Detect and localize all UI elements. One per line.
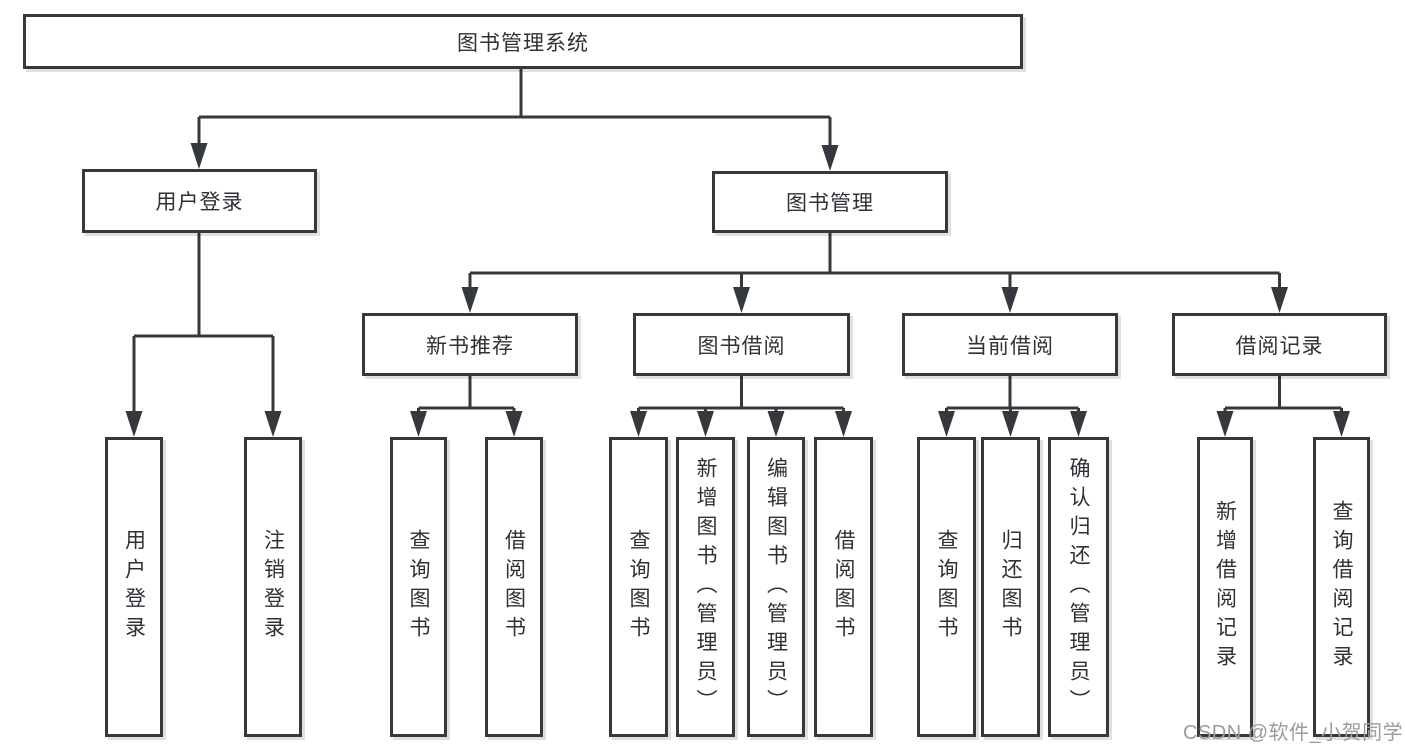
connector-user-login-branch <box>125 233 282 437</box>
node-current-borrowing-label: 当前借阅 <box>966 334 1054 358</box>
leaf-current-return-books-label: 归还图书 <box>999 529 1022 645</box>
leaf-current-query-books-label: 查询图书 <box>935 529 958 645</box>
leaf-current-confirm-return-admin-label: 确认归还（管理员） <box>1067 456 1090 718</box>
leaf-borrowing-edit-books-admin: 编辑图书（管理员） <box>747 437 805 737</box>
connector-book-borrowing-branch <box>630 376 852 437</box>
node-borrow-records-label: 借阅记录 <box>1235 334 1324 358</box>
node-book-borrowing: 图书借阅 <box>633 313 850 376</box>
leaf-borrowing-query-books-label: 查询图书 <box>627 529 650 645</box>
leaf-current-return-books: 归还图书 <box>981 437 1040 737</box>
leaf-records-query-record-label: 查询借阅记录 <box>1330 500 1353 674</box>
leaf-borrowing-query-books: 查询图书 <box>609 437 668 737</box>
connector-new-book-recommend-branch <box>410 376 523 437</box>
csdn-watermark: CSDN @软件_小贺同学 <box>1183 722 1404 744</box>
connector-current-borrowing-branch <box>938 376 1087 437</box>
leaf-borrowing-borrow-books: 借阅图书 <box>814 437 873 737</box>
node-book-management: 图书管理 <box>712 171 948 233</box>
node-new-book-recommend-label: 新书推荐 <box>426 334 514 358</box>
leaf-logout: 注销登录 <box>244 437 302 737</box>
leaf-borrowing-borrow-books-label: 借阅图书 <box>832 529 855 645</box>
leaf-user-login-label: 用户登录 <box>122 529 146 645</box>
node-borrow-records: 借阅记录 <box>1172 313 1387 376</box>
leaf-records-add-record-label: 新增借阅记录 <box>1213 500 1237 674</box>
leaf-borrowing-add-books-admin: 新增图书（管理员） <box>676 437 735 737</box>
node-book-borrowing-label: 图书借阅 <box>697 334 786 358</box>
connector-book-management-branch <box>461 233 1288 313</box>
node-root-label: 图书管理系统 <box>457 31 589 55</box>
node-current-borrowing: 当前借阅 <box>902 313 1118 376</box>
leaf-user-login: 用户登录 <box>105 437 163 737</box>
leaf-borrowing-add-books-admin-label: 新增图书（管理员） <box>694 456 717 718</box>
leaf-current-confirm-return-admin: 确认归还（管理员） <box>1048 437 1109 737</box>
node-book-management-label: 图书管理 <box>786 192 874 215</box>
connector-root-to-level2 <box>190 69 839 171</box>
leaf-records-query-record: 查询借阅记录 <box>1313 437 1370 737</box>
node-user-login: 用户登录 <box>82 169 317 233</box>
leaf-records-add-record: 新增借阅记录 <box>1197 437 1253 737</box>
leaf-borrowing-edit-books-admin-label: 编辑图书（管理员） <box>764 456 788 718</box>
node-new-book-recommend: 新书推荐 <box>362 313 578 376</box>
leaf-recommend-query-books-label: 查询图书 <box>407 529 430 645</box>
leaf-logout-label: 注销登录 <box>261 529 285 645</box>
leaf-recommend-borrow-books-label: 借阅图书 <box>502 529 526 645</box>
leaf-current-query-books: 查询图书 <box>917 437 976 737</box>
node-user-login-label: 用户登录 <box>155 191 244 214</box>
leaf-recommend-query-books: 查询图书 <box>390 437 447 737</box>
connector-borrow-records-branch <box>1216 376 1350 437</box>
leaf-recommend-borrow-books: 借阅图书 <box>485 437 543 737</box>
node-root: 图书管理系统 <box>23 14 1023 69</box>
